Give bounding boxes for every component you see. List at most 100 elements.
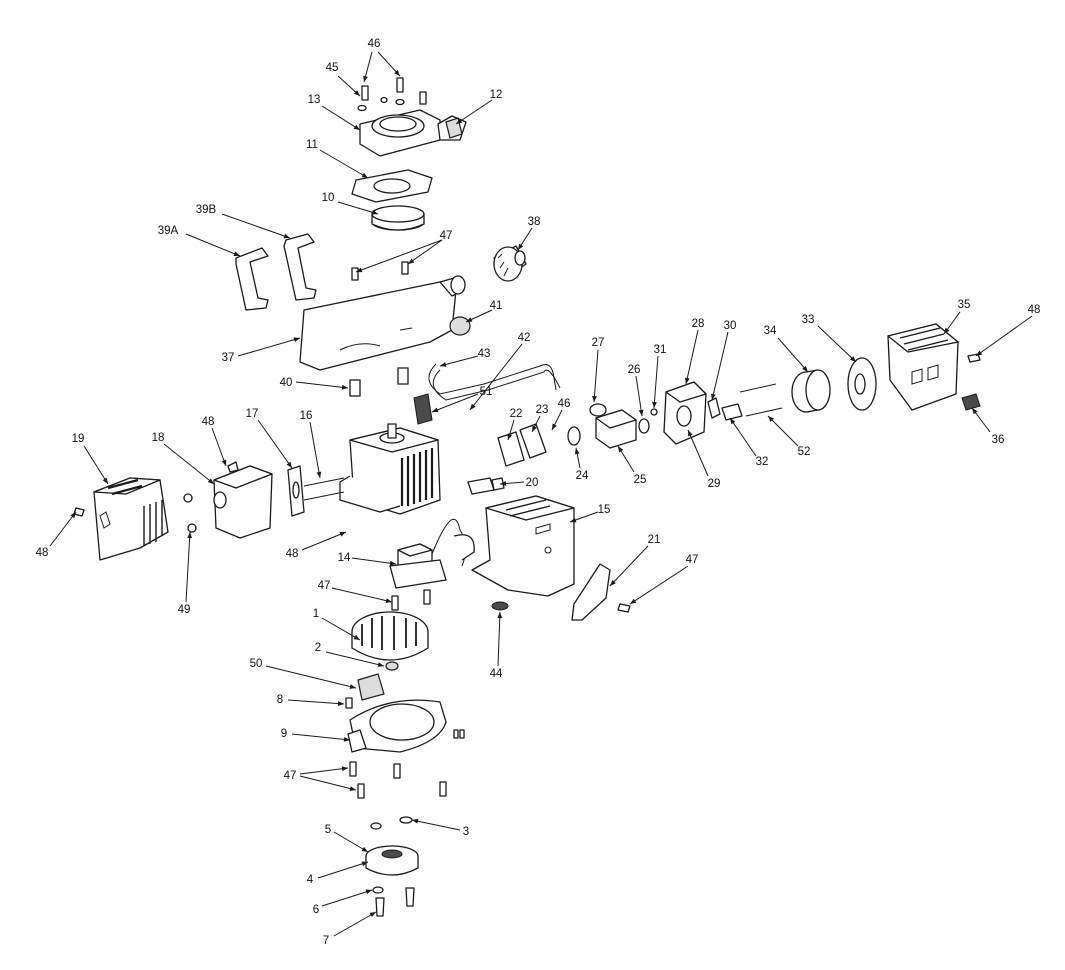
callout-leader — [653, 355, 659, 409]
callout-arrowhead — [711, 393, 716, 400]
callout-label: 32 — [756, 456, 769, 468]
callout-label: 15 — [598, 504, 611, 516]
callout-label: 26 — [628, 364, 641, 376]
callout-label: 33 — [802, 314, 815, 326]
callout-label: 41 — [490, 300, 503, 312]
housing-screw — [357, 783, 365, 799]
callout-label: 23 — [536, 404, 549, 416]
callout-leader — [777, 337, 809, 373]
washer-31 — [650, 408, 658, 416]
callout-arrowhead — [802, 365, 808, 372]
cover-screws — [357, 77, 427, 112]
callout-leader — [711, 331, 729, 401]
callout-leader — [629, 565, 689, 605]
callout-arrowhead — [466, 317, 473, 322]
callout-label: 10 — [322, 192, 335, 204]
callout-label: 22 — [510, 408, 523, 420]
callout-label: 47 — [440, 230, 453, 242]
callout-arrowhead — [207, 478, 214, 484]
callout-leader — [319, 149, 369, 179]
callout-label: 50 — [250, 658, 263, 670]
callout-leaders — [49, 51, 1033, 937]
callout-arrowhead — [610, 579, 616, 586]
tank-screw — [351, 267, 359, 281]
callout-arrowhead — [316, 471, 322, 478]
muffler — [213, 461, 273, 539]
callout-arrowhead — [363, 75, 368, 82]
callout-label: 17 — [246, 408, 259, 420]
callout-label: 52 — [798, 446, 811, 458]
callout-leader — [295, 381, 349, 389]
callout-arrowhead — [730, 418, 736, 425]
callout-arrowhead — [768, 416, 774, 422]
callout-label: 11 — [306, 139, 318, 151]
callout-leader — [221, 213, 291, 239]
callout-arrowhead — [293, 337, 300, 342]
callout-leader — [767, 415, 799, 447]
callout-leader — [593, 349, 599, 403]
callout-arrowhead — [630, 598, 637, 604]
shield-screw — [73, 507, 85, 517]
callout-arrowhead — [70, 512, 76, 519]
air-filter-cover — [359, 109, 467, 157]
callout-arrowhead — [638, 409, 644, 416]
callout-leader — [609, 545, 649, 587]
callout-leader — [817, 325, 857, 363]
flywheel-nut — [385, 661, 399, 671]
callout-label: 42 — [518, 332, 531, 344]
callout-leader — [83, 445, 109, 485]
callout-label: 48 — [36, 547, 49, 559]
callout-label: 35 — [958, 299, 971, 311]
callout-arrowhead — [341, 766, 348, 772]
callout-label: 40 — [280, 377, 293, 389]
carb-gasket-24 — [567, 426, 581, 446]
engine-cylinder — [339, 423, 441, 515]
callout-leader — [301, 531, 347, 551]
engine-shroud — [471, 495, 575, 597]
callout-arrowhead — [371, 209, 378, 215]
callout-arrowhead — [187, 532, 193, 539]
callout-label: 3 — [463, 826, 469, 838]
callout-leader — [331, 587, 393, 603]
carburetor — [589, 403, 637, 449]
callout-label: 13 — [308, 94, 321, 106]
callout-leader — [49, 511, 77, 547]
callout-label: 36 — [992, 434, 1005, 446]
callout-arrowhead — [972, 408, 978, 415]
callout-label: 30 — [724, 320, 737, 332]
fuel-tank — [299, 275, 466, 371]
pin — [453, 729, 459, 739]
part-50 — [357, 673, 385, 701]
callout-leader — [355, 239, 443, 273]
callout-leader — [687, 429, 709, 477]
callout-leader — [351, 557, 397, 565]
nut — [183, 493, 193, 503]
callout-arrowhead — [343, 736, 350, 742]
callout-label: 47 — [686, 554, 699, 566]
callout-label: 48 — [286, 548, 299, 560]
callout-leader — [333, 831, 369, 853]
callout-leader — [333, 911, 377, 937]
callout-arrowhead — [283, 233, 290, 239]
callout-arrowhead — [361, 172, 368, 178]
callout-arrowhead — [389, 560, 396, 566]
callout-leader — [685, 329, 699, 385]
clutch-bolt — [405, 887, 415, 907]
ignition-coil — [389, 518, 475, 589]
callout-label: 47 — [318, 580, 331, 592]
crankcase-housing — [347, 699, 447, 753]
callout-label: 7 — [323, 935, 329, 947]
housing-screw — [349, 761, 357, 777]
callout-leader — [439, 355, 479, 367]
callout-leader — [337, 201, 379, 215]
callout-label: 27 — [592, 337, 605, 349]
callout-label: 46 — [558, 398, 571, 410]
callout-leader — [287, 699, 345, 705]
callout-arrowhead — [500, 481, 507, 486]
long-screw — [739, 383, 783, 417]
deflector-screw — [617, 603, 631, 613]
callout-label: 45 — [326, 62, 339, 74]
callout-label: 16 — [300, 410, 313, 422]
callout-arrowhead — [385, 598, 392, 603]
